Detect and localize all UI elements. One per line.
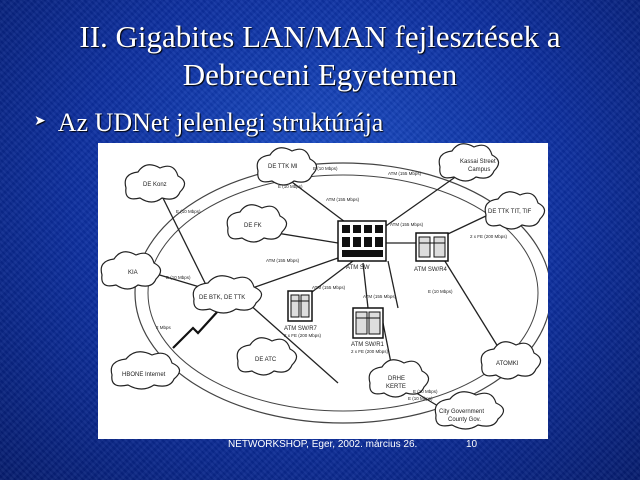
backbone-ring-inner xyxy=(147,174,539,412)
bullet-arrow-icon: ➤ xyxy=(34,114,46,129)
cloud-kia xyxy=(100,251,162,290)
title-line-2: Debreceni Egyetemen xyxy=(182,57,458,92)
label-kassai: Kassai Street xyxy=(460,159,496,165)
link-label: E (10 Mbps) xyxy=(278,184,303,189)
label-dettk-mi: DE TTK MI xyxy=(268,164,298,170)
network-diagram: DE TTK MI Kassai Street Campus DE Konz D… xyxy=(98,143,548,439)
hbone-link xyxy=(172,310,219,349)
cloud-dettk-mi xyxy=(256,147,318,186)
label-drhe: DRHE xyxy=(388,376,405,382)
label-atm-sw-r7: ATM SW/R7 xyxy=(284,326,318,332)
label-atm-sw-r4: ATM SW/R4 xyxy=(414,267,448,273)
label-kassai-2: Campus xyxy=(468,167,490,173)
cloud-dettk-tit xyxy=(484,191,546,230)
label-kia: KIA xyxy=(128,270,138,276)
node-labels: DE TTK MI Kassai Street Campus DE Konz D… xyxy=(122,159,532,423)
backbone-ring-outer xyxy=(134,162,548,424)
label-deatc: DE ATC xyxy=(255,357,277,363)
link-label: ATM (155 Mbps) xyxy=(388,171,422,176)
slide-footer: NETWORKSHOP, Eger, 2002. március 26. xyxy=(228,439,418,450)
link-labels: E (10 Mbps) ATM (155 Mbps) ATM (155 Mbps… xyxy=(156,166,508,401)
link-label: E (10 Mbps) xyxy=(313,166,338,171)
link-label: ATM (155 Mbps) xyxy=(390,222,424,227)
cloud-hbone xyxy=(110,351,181,390)
cloud-atomki xyxy=(480,341,542,380)
cloud-kassai xyxy=(438,143,500,182)
slide-title: II. Gigabites LAN/MAN fejlesztések a Deb… xyxy=(0,18,640,94)
bullet-text: Az UDNet jelenlegi struktúrája xyxy=(57,108,384,137)
link-label: E (10 Mbps) xyxy=(166,275,191,280)
link-label: E (10 Mbps) xyxy=(428,289,453,294)
label-city: City Government xyxy=(439,409,484,415)
link-label: 2 x FE (200 Mbps) xyxy=(470,234,508,239)
bullet-item: ➤ Az UDNet jelenlegi struktúrája xyxy=(34,108,383,138)
label-atm-sw-r1: ATM SW/R1 xyxy=(351,342,385,348)
link-label: E (10 Mbps) xyxy=(408,396,433,401)
title-line-1: II. Gigabites LAN/MAN fejlesztések a xyxy=(79,19,561,54)
label-dettk-tit: DE TTK TIT, TIF xyxy=(488,209,532,215)
cloud-dekonz xyxy=(124,164,186,203)
label-atomki: ATOMKI xyxy=(496,361,519,367)
link-label: 2 x FE (200 Mbps) xyxy=(351,349,389,354)
network-diagram-svg: DE TTK MI Kassai Street Campus DE Konz D… xyxy=(100,143,548,430)
link-label: 2 x FE (200 Mbps) xyxy=(284,333,322,338)
link-label: E (10 Mbps) xyxy=(176,209,201,214)
label-debtk: DE BTK, DE TTK xyxy=(199,295,245,301)
cloud-debtk xyxy=(192,275,263,314)
link-label: ATM (155 Mbps) xyxy=(326,197,360,202)
link-label: E (10 Mbps) xyxy=(413,389,438,394)
link-label: ATM (155 Mbps) xyxy=(266,258,300,263)
link-label: 2 Mbps xyxy=(156,325,172,330)
label-atm-sw: ATM SW xyxy=(346,265,370,271)
cloud-drhe xyxy=(368,359,430,398)
label-hbone: HBONE Internet xyxy=(122,372,166,378)
label-city-2: County Gov. xyxy=(448,417,481,423)
cloud-city xyxy=(434,391,505,430)
link-label: ATM (155 Mbps) xyxy=(363,294,397,299)
link-label: ATM (155 Mbps) xyxy=(312,285,346,290)
cloud-deatc xyxy=(236,337,298,376)
label-dekonz: DE Konz xyxy=(143,182,167,188)
atm-switch-r7 xyxy=(287,290,313,322)
atm-switch-main xyxy=(337,220,387,262)
atm-switch-r1 xyxy=(352,307,384,339)
atm-switch-r4 xyxy=(415,232,449,262)
label-kerte: KERTE xyxy=(386,384,406,390)
cloud-shapes xyxy=(100,143,546,430)
page-number: 10 xyxy=(466,439,478,450)
cloud-defk xyxy=(226,204,288,243)
label-defk: DE FK xyxy=(244,223,262,229)
